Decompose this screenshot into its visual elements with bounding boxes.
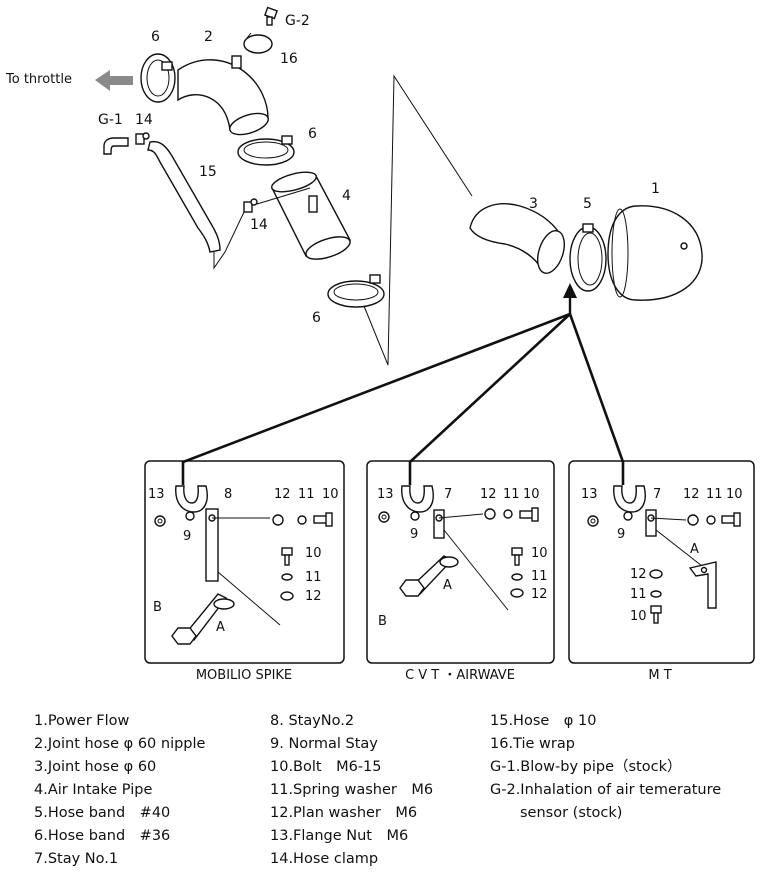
hose-clamp-14-top xyxy=(135,132,150,145)
callout-15: 15 xyxy=(199,164,217,180)
panel-caption-cvt: C V T ・AIRWAVE xyxy=(405,668,515,683)
panel-caption-mt: M T xyxy=(648,668,671,683)
callout-16: 16 xyxy=(280,51,298,67)
svg-text:7: 7 xyxy=(444,487,452,502)
legend-item: G-2.Inhalation of air temerature xyxy=(490,782,722,798)
direction-label: To throttle xyxy=(5,72,72,87)
svg-text:A: A xyxy=(690,542,699,557)
callout-g1: G-1 xyxy=(98,112,123,128)
hose-clamp-14-lower xyxy=(243,198,258,213)
callout-5: 5 xyxy=(583,196,592,212)
legend-item: 12.Plan washer M6 xyxy=(270,805,418,821)
svg-text:11: 11 xyxy=(531,569,548,584)
hose-15 xyxy=(147,140,221,253)
svg-text:12: 12 xyxy=(305,589,322,604)
svg-text:10: 10 xyxy=(630,609,647,624)
callout-6-lower: 6 xyxy=(312,310,321,326)
legend-item: 10.Bolt M6-15 xyxy=(270,759,382,775)
callout-g2: G-2 xyxy=(285,13,310,29)
callout-14-top: 14 xyxy=(135,112,153,128)
callout-6-top: 6 xyxy=(151,29,160,45)
legend-item: 3.Joint hose φ 60 xyxy=(34,759,157,775)
svg-text:9: 9 xyxy=(617,527,625,542)
legend-item: 4.Air Intake Pipe xyxy=(34,782,153,798)
svg-text:13: 13 xyxy=(377,487,394,502)
hose-band-6-top xyxy=(140,53,176,103)
legend-item: 9. Normal Stay xyxy=(270,736,378,752)
legend-item: sensor (stock) xyxy=(520,805,623,821)
svg-text:8: 8 xyxy=(224,487,232,502)
legend-item: 11.Spring washer M6 xyxy=(270,782,434,798)
air-temp-sensor-g2 xyxy=(264,6,278,26)
svg-text:13: 13 xyxy=(148,487,165,502)
legend-item: 13.Flange Nut M6 xyxy=(270,828,409,844)
svg-text:10: 10 xyxy=(305,546,322,561)
hose-band-5 xyxy=(569,223,607,292)
svg-text:12: 12 xyxy=(480,487,497,502)
power-flow-1 xyxy=(607,205,703,301)
panel-mt: 13 7 12 11 10 9 A 12 11 10 M T xyxy=(568,460,755,683)
svg-text:10: 10 xyxy=(322,487,339,502)
svg-text:11: 11 xyxy=(706,487,723,502)
legend-item: 1.Power Flow xyxy=(34,713,130,729)
legend-item: G-1.Blow-by pipe（stock） xyxy=(490,759,682,775)
callout-3: 3 xyxy=(529,196,538,212)
hose-band-6-lower xyxy=(327,274,385,308)
callout-6-mid: 6 xyxy=(308,126,317,142)
callout-1: 1 xyxy=(651,181,660,197)
callout-4: 4 xyxy=(342,188,351,204)
svg-text:11: 11 xyxy=(503,487,520,502)
legend-item: 2.Joint hose φ 60 nipple xyxy=(34,736,206,752)
svg-text:10: 10 xyxy=(531,546,548,561)
joint-hose-2 xyxy=(177,55,269,136)
legend-item: 7.Stay No.1 xyxy=(34,851,119,867)
svg-text:12: 12 xyxy=(683,487,700,502)
panel-cvt-airwave: 13 7 12 11 10 9 10 11 12 A B C V T ・AIRW… xyxy=(366,460,555,683)
legend-item: 8. StayNo.2 xyxy=(270,713,355,729)
svg-text:10: 10 xyxy=(523,487,540,502)
legend-item: 14.Hose clamp xyxy=(270,851,379,867)
svg-text:9: 9 xyxy=(410,527,418,542)
svg-text:7: 7 xyxy=(653,487,661,502)
svg-text:A: A xyxy=(216,620,225,635)
legend-item: 15.Hose φ 10 xyxy=(490,713,597,729)
hose-band-6-mid xyxy=(237,135,295,166)
svg-text:11: 11 xyxy=(298,487,315,502)
svg-text:B: B xyxy=(153,600,162,615)
svg-text:B: B xyxy=(378,614,387,629)
svg-text:10: 10 xyxy=(726,487,743,502)
legend-item: 5.Hose band #40 xyxy=(34,805,171,821)
joint-hose-3 xyxy=(469,203,565,274)
svg-text:12: 12 xyxy=(531,587,548,602)
callout-2: 2 xyxy=(204,29,213,45)
tie-wrap-16 xyxy=(243,32,273,54)
legend-column-3: 15.Hose φ 10 16.Tie wrap G-1.Blow-by pip… xyxy=(490,710,721,825)
svg-text:13: 13 xyxy=(581,487,598,502)
svg-text:12: 12 xyxy=(274,487,291,502)
legend-column-1: 1.Power Flow 2.Joint hose φ 60 nipple 3.… xyxy=(34,710,205,871)
arrow-up-icon xyxy=(563,283,577,298)
callout-14-lower: 14 xyxy=(250,217,268,233)
legend-item: 6.Hose band #36 xyxy=(34,828,171,844)
svg-text:11: 11 xyxy=(630,587,647,602)
air-intake-pipe-4 xyxy=(256,171,351,260)
svg-text:A: A xyxy=(443,578,452,593)
svg-text:11: 11 xyxy=(305,570,322,585)
legend-item: 16.Tie wrap xyxy=(490,736,575,752)
svg-text:12: 12 xyxy=(630,567,647,582)
panel-caption-mobilio: MOBILIO SPIKE xyxy=(196,668,292,683)
svg-text:9: 9 xyxy=(183,529,191,544)
legend-column-2: 8. StayNo.2 9. Normal Stay 10.Bolt M6-15… xyxy=(270,710,433,871)
blow-by-pipe-g1 xyxy=(103,137,129,155)
panel-mobilio-spike: 13 8 12 11 10 9 10 11 12 A B MOBILIO SPI… xyxy=(144,460,345,683)
direction-arrow-icon xyxy=(95,70,133,91)
